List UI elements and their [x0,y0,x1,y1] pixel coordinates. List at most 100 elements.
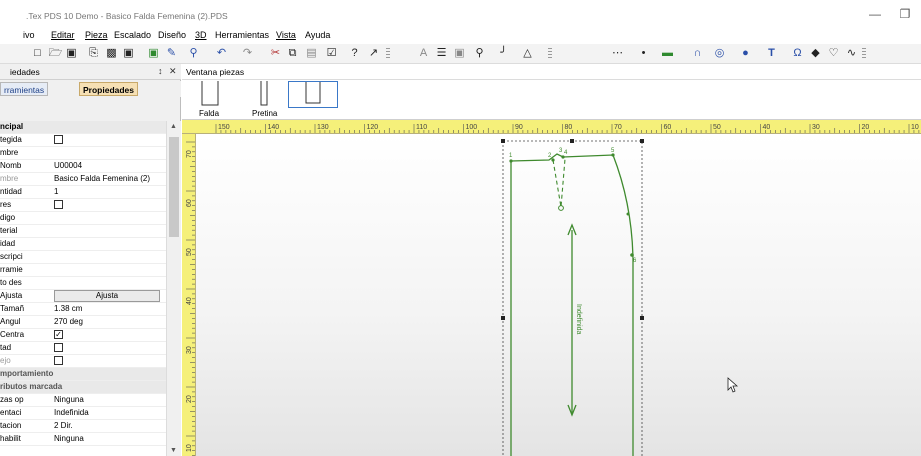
property-section[interactable]: ributos marcada [0,381,166,394]
printer-setup-icon[interactable]: ▩ [106,47,117,59]
stack-icon[interactable]: ☰ [436,47,447,59]
dart-line[interactable] [552,158,566,208]
property-label: Tamañ [0,304,25,313]
arc-icon[interactable]: ∩ [693,47,702,59]
menu-archivo[interactable]: ivo [23,30,35,40]
cut-icon[interactable]: ✂ [270,47,281,59]
pleat-icon[interactable]: Ω [793,47,802,59]
line-icon[interactable]: ▬ [662,47,673,59]
menu-bar: ivo Editar Pieza Escalado Diseño 3D Herr… [0,28,921,44]
property-value[interactable]: 1.38 cm [54,304,83,313]
menu-3d[interactable]: 3D [195,30,207,40]
property-section[interactable]: mportamiento [0,368,166,381]
property-value[interactable]: U00004 [54,161,83,170]
selection-handle[interactable] [570,139,574,143]
pattern-point[interactable] [611,153,615,157]
selection-handle[interactable] [640,139,644,143]
zoom-icon[interactable]: ⚲ [189,47,198,59]
menu-pieza[interactable]: Pieza [85,30,108,40]
curve-icon[interactable]: ♡ [828,47,839,59]
save-icon[interactable]: ▣ [66,47,77,59]
pattern-point[interactable] [626,212,630,216]
new-file-icon[interactable]: □ [34,47,41,59]
selection-handle[interactable] [640,316,644,320]
pin-icon[interactable]: ↕ [158,66,163,76]
ruler-label: 10 [186,444,193,452]
restore-button[interactable]: ❐ [899,7,911,21]
pattern-point[interactable] [509,159,513,163]
property-value[interactable]: 2 Dir. [54,421,73,430]
dart-icon[interactable]: ◆ [811,47,820,59]
text-tool-icon[interactable]: A [419,47,428,59]
menu-vista[interactable]: Vista [276,30,296,40]
mirror-icon[interactable]: △ [523,47,532,59]
measure-icon[interactable]: ⚲ [475,47,484,59]
trace-icon[interactable]: ╯ [500,47,507,59]
scroll-down-icon[interactable]: ▼ [170,447,177,454]
context-help-icon[interactable]: ↗ [368,47,379,59]
point-icon[interactable]: • [641,47,646,59]
selection-handle[interactable] [501,139,505,143]
paste-icon[interactable]: ▤ [306,47,317,59]
skirt-outline[interactable] [510,153,634,456]
close-icon[interactable]: ✕ [169,66,177,76]
menu-ayuda[interactable]: Ayuda [305,30,331,40]
property-checkbox[interactable] [54,200,63,209]
property-section[interactable]: ncipal [0,121,166,134]
pattern-point[interactable] [561,155,565,159]
drawing-canvas[interactable]: 1 2 3 4 5 6 Indefinida [196,134,921,456]
library-icon[interactable]: ▣ [454,47,465,59]
text-T-icon[interactable]: T [768,47,775,59]
ajusta-button[interactable]: Ajusta [54,290,160,302]
pattern-icon[interactable]: ✎ [166,47,177,59]
print-icon[interactable]: ⎘ [89,47,98,59]
circle-icon[interactable]: ◎ [714,47,725,59]
minimize-button[interactable]: — [869,7,881,21]
copy-icon[interactable]: ⧉ [288,47,297,59]
property-label: to des [0,278,22,287]
redo-icon[interactable]: ↷ [242,47,253,59]
pattern-point[interactable] [551,158,555,162]
title-bar: .Tex PDS 10 Demo - Basico Falda Femenina… [0,0,921,28]
tab-herramientas[interactable]: rramientas [0,82,49,96]
property-checkbox[interactable] [54,135,63,144]
property-scrollbar[interactable]: ▲ ▼ [166,121,181,456]
fill-icon[interactable]: ● [742,47,749,59]
selection-handle[interactable] [501,316,505,320]
property-value[interactable]: 270 deg [54,317,83,326]
property-checkbox[interactable]: ✓ [54,330,63,339]
menu-herramientas[interactable]: Herramientas [215,30,270,40]
notch-icon[interactable]: ⋯ [612,47,623,59]
scroll-up-icon[interactable]: ▲ [170,123,177,130]
help-icon[interactable]: ? [351,47,358,59]
property-value[interactable]: Indefinida [54,408,89,417]
property-checkbox[interactable] [54,343,63,352]
property-value[interactable]: Ninguna [54,395,84,404]
property-value[interactable]: Ninguna [54,434,84,443]
piece-thumbnail-selected[interactable] [288,81,338,108]
ruler-label: 40 [186,297,193,305]
grid-toggle-icon[interactable]: ▣ [148,47,159,59]
pattern-point[interactable] [630,253,634,257]
wave-icon[interactable]: ∿ [846,47,857,59]
check-icon[interactable]: ☑ [326,47,337,59]
open-folder-icon[interactable]: 🗁 [48,47,63,59]
piece-thumbnail-falda[interactable]: Falda [190,81,230,118]
menu-escalado[interactable]: Escalado [114,30,152,40]
tab-propiedades[interactable]: Propiedades [79,82,139,96]
property-checkbox[interactable] [54,356,63,365]
property-value[interactable]: 1 [54,187,59,196]
scroll-thumb[interactable] [169,137,179,237]
dart-point[interactable] [558,205,564,211]
ruler-label: 60 [664,124,672,131]
piece-thumbnail-pretina[interactable]: Pretina [244,81,286,118]
undo-icon[interactable]: ↶ [216,47,227,59]
screen-icon[interactable]: ▣ [123,47,134,59]
menu-diseno[interactable]: Diseño [158,30,187,40]
property-value[interactable]: Basico Falda Femenina (2) [54,174,151,183]
menu-editar[interactable]: Editar [51,30,75,40]
